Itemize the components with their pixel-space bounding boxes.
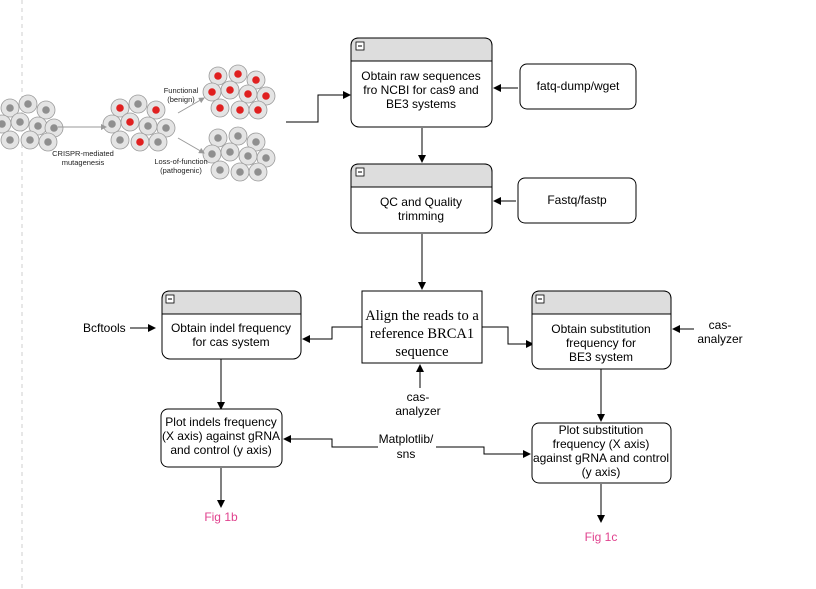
label-cas-analyzer-right-2: analyzer [697,332,742,346]
nucleus [226,148,234,156]
minus-box-icon[interactable] [355,167,365,177]
illustration-arrow-functional [177,97,205,114]
label-cas-analyzer-right-1: cas- [709,318,732,332]
align-line2: reference BRCA1 [370,326,474,342]
connector-matplotlib-to-plot-subst [436,446,531,458]
nucleus [252,138,260,146]
nucleus [6,136,14,144]
substitution-line1: Obtain substitution [551,322,650,336]
mutated-nucleus [208,88,216,96]
fatq-dump-label: fatq-dump/wget [537,79,620,93]
nucleus [234,132,242,140]
minus-box-icon[interactable] [535,294,545,304]
raw-sequences-line3: BE3 systems [386,97,456,111]
label-fig1b: Fig 1b [204,510,238,524]
label-matplotlib-2: sns [397,447,416,461]
plot-subst-line2: frequency (X axis) [553,437,650,451]
nucleus [116,136,124,144]
label-cas-analyzer-bottom-1: cas- [407,390,430,404]
mutated-nucleus [126,118,134,126]
plot-indels-line1: Plot indels frequency [165,415,276,429]
nucleus [262,154,270,162]
label-mutagenesis-1: CRISPR-mediated [52,149,114,158]
mutated-nucleus [236,106,244,114]
mutated-nucleus [152,106,160,114]
node-plot-indels[interactable]: Plot indels frequency (X axis) against g… [160,408,283,468]
node-fatq-dump[interactable]: fatq-dump/wget [519,63,637,110]
plot-subst-line4: (y axis) [582,465,621,479]
label-lof-2: (pathogenic) [160,166,202,175]
nucleus [144,122,152,130]
mutated-nucleus [234,70,242,78]
align-line1: Align the reads to a [365,308,479,324]
nucleus [254,168,262,176]
nucleus [236,168,244,176]
nucleus [42,106,50,114]
connector-align-to-substitution [482,326,534,348]
substitution-line3: BE3 system [569,350,633,364]
connector-align-to-indel [302,326,362,343]
qc-line1: QC and Quality [380,195,462,209]
indel-line1: Obtain indel frequency [171,321,291,335]
nucleus [154,138,162,146]
label-functional-1: Functional [164,86,199,95]
nucleus [208,150,216,158]
nucleus [34,122,42,130]
mutated-nucleus [252,76,260,84]
minus-box-icon[interactable] [355,41,365,51]
indel-line2: for cas system [192,335,269,349]
raw-sequences-line1: Obtain raw sequences [361,69,480,83]
minus-box-icon[interactable] [165,294,175,304]
mutated-nucleus [214,72,222,80]
node-fastp[interactable]: Fastq/fastp [517,177,637,224]
illustration-arrow-lof [177,137,205,154]
mutated-nucleus [136,138,144,146]
node-raw-sequences[interactable]: Obtain raw sequences fro NCBI for cas9 a… [350,37,493,128]
label-fig1c: Fig 1c [585,530,618,544]
nucleus [26,136,34,144]
node-substitution[interactable]: Obtain substitution frequency for BE3 sy… [531,290,672,370]
nucleus [16,118,24,126]
node-qc[interactable]: QC and Quality trimming [350,163,493,234]
nucleus [6,104,14,112]
align-line3: sequence [395,344,448,360]
label-cas-analyzer-bottom-2: analyzer [395,404,440,418]
label-functional-2: (benign) [167,95,195,104]
mutated-nucleus [262,92,270,100]
nucleus [216,166,224,174]
mutated-nucleus [216,104,224,112]
label-bcftools: Bcftools [83,321,126,335]
mutated-nucleus [116,104,124,112]
plot-subst-line1: Plot substitution [559,423,644,437]
nucleus [44,138,52,146]
connector-matplotlib-to-plot-indels [283,435,378,448]
qc-line2: trimming [398,209,444,223]
crispr-illustration [0,64,276,182]
mutated-nucleus [226,86,234,94]
plot-indels-line2: (X axis) against gRNA [162,429,280,443]
nucleus [108,120,116,128]
nucleus [50,124,58,132]
label-mutagenesis-2: mutagenesis [62,158,105,167]
nucleus [162,124,170,132]
label-matplotlib-1: Matplotlib/ [379,432,434,446]
plot-indels-line3: and control (y axis) [170,443,271,457]
node-plot-substitution[interactable]: Plot substitution frequency (X axis) aga… [531,422,672,484]
nucleus [24,100,32,108]
plot-subst-line3: against gRNA and control [533,451,669,465]
mutated-nucleus [244,90,252,98]
nucleus [214,134,222,142]
mutated-nucleus [254,106,262,114]
substitution-line2: frequency for [566,336,636,350]
node-indel[interactable]: Obtain indel frequency for cas system [161,290,302,360]
raw-sequences-line2: fro NCBI for cas9 and [363,83,478,97]
fastp-label: Fastq/fastp [547,193,607,207]
nucleus [0,120,6,128]
label-lof-1: Loss-of-function [154,157,207,166]
node-align[interactable]: Align the reads to a reference BRCA1 seq… [361,290,483,364]
connector-illustration-to-raw [286,91,351,123]
nucleus [244,152,252,160]
nucleus [134,100,142,108]
